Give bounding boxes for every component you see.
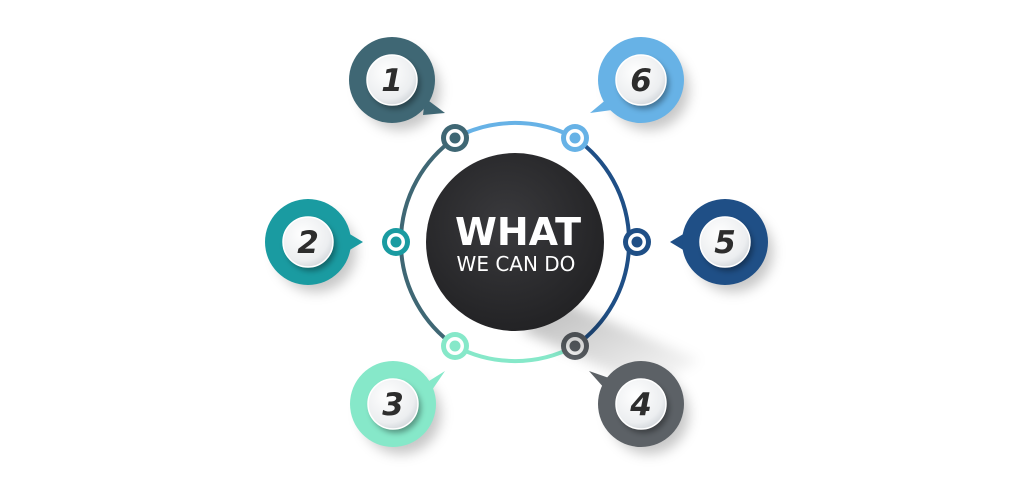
badge-5: 5 bbox=[670, 199, 773, 292]
ring-node-dot bbox=[449, 340, 461, 352]
ring-node-dot bbox=[569, 132, 581, 144]
badge-number: 5 bbox=[714, 225, 736, 261]
badge-inner-circle bbox=[282, 216, 334, 268]
badge-1: 1 bbox=[349, 37, 445, 130]
ring-arc-top bbox=[454, 120, 576, 140]
badge-2: 2 bbox=[265, 199, 363, 292]
badge-3: 3 bbox=[350, 361, 445, 454]
ring-arc-bottom bbox=[454, 344, 576, 364]
ring-node-1 bbox=[441, 124, 469, 152]
badge-number: 1 bbox=[381, 63, 403, 99]
badge-number: 4 bbox=[629, 387, 652, 423]
ring-node-3 bbox=[441, 332, 469, 360]
hub-circle bbox=[426, 153, 604, 331]
ring-node-2 bbox=[382, 228, 410, 256]
ring-node-6 bbox=[561, 124, 589, 152]
badge-number: 6 bbox=[630, 63, 652, 99]
number-badges: 1 2 3 4 5 6 bbox=[265, 37, 773, 454]
center-title: WHAT bbox=[455, 210, 581, 254]
ring-node-5 bbox=[623, 228, 651, 256]
ring-node-dot bbox=[631, 236, 643, 248]
badge-inner-circle bbox=[615, 54, 667, 106]
badge-inner-circle bbox=[367, 378, 419, 430]
ring-node-dot bbox=[390, 236, 402, 248]
badge-4: 4 bbox=[589, 361, 689, 454]
badge-inner-circle bbox=[615, 378, 667, 430]
badge-inner-circle bbox=[366, 54, 418, 106]
center-hub: WHAT WE CAN DO bbox=[426, 153, 604, 331]
badge-inner-circle bbox=[699, 216, 751, 268]
badge-6: 6 bbox=[590, 37, 689, 130]
badge-number: 3 bbox=[382, 387, 404, 423]
ring-node-dot bbox=[449, 132, 461, 144]
badge-number: 2 bbox=[297, 225, 319, 261]
center-subtitle: WE CAN DO bbox=[457, 252, 576, 276]
